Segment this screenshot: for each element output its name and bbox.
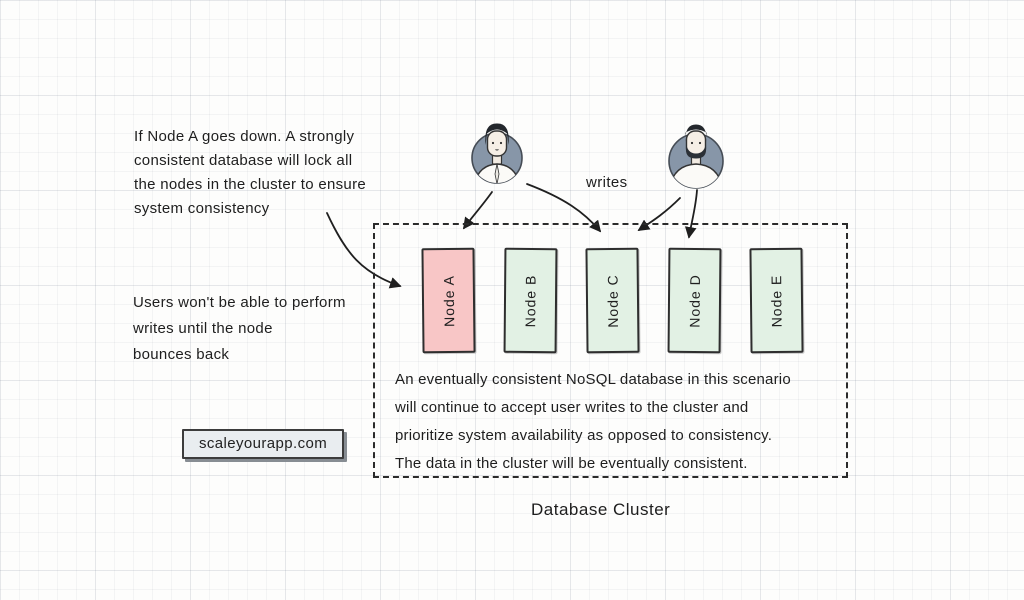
brand-link[interactable]: scaleyourapp.com [182,429,345,459]
note-strong-consistency: If Node A goes down. A strongly consiste… [134,128,367,217]
note-writes-blocked: Users won't be able to perform writes un… [133,294,346,363]
nodes-row: Node A Node B Node C Node D Node E [421,247,804,354]
node-label: Node C [604,273,621,328]
database-cluster-box: Node A Node B Node C Node D Node E An ev… [373,223,848,478]
user-avatar-2 [663,120,729,192]
node-c: Node C [585,247,640,354]
node-a: Node A [421,247,476,354]
user-avatar-1 [466,118,528,188]
male-user-icon [471,123,523,184]
node-label: Node E [768,274,785,327]
brand-label: scaleyourapp.com [199,435,328,452]
node-label: Node A [440,274,457,327]
node-label: Node B [522,274,539,327]
cluster-title: Database Cluster [531,500,671,519]
bearded-user-icon [668,124,724,189]
node-e: Node E [749,247,804,354]
node-label: Node D [686,273,703,328]
cluster-description: An eventually consistent NoSQL database … [395,371,791,472]
node-b: Node B [503,247,558,354]
writes-label: writes [586,174,628,191]
node-d: Node D [667,247,722,354]
